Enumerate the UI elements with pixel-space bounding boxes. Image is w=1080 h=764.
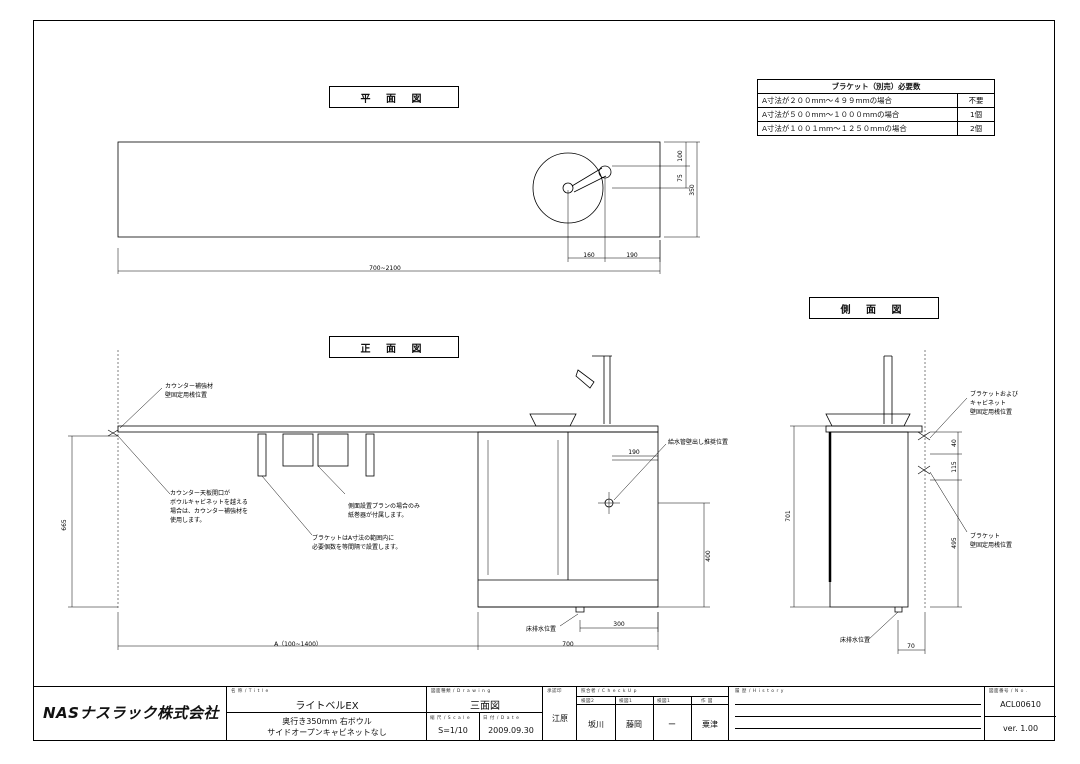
check-caption: 照合者 / C h e c k U p <box>581 689 637 694</box>
paper-holder-left <box>282 433 314 467</box>
check-sub: 検図2 <box>581 699 595 704</box>
side-note-bracket-1: ブラケット <box>970 532 1000 540</box>
plan-dim-75: 75 <box>677 174 684 182</box>
bracket-right <box>365 433 375 477</box>
drawing-cell: 図面種類 / D r a w i n g 三面図 縮 尺 / S c a l e… <box>426 686 543 741</box>
bracket-qty: 2個 <box>957 121 995 136</box>
front-faucet <box>592 355 612 424</box>
date-caption: 日 付 / D a t e <box>483 716 520 721</box>
title-caption: 名 称 / T i t l e <box>231 689 269 694</box>
note-bracket-1: ブラケットはA寸法の範囲内に <box>312 534 394 542</box>
check-sub: 検図1 <box>657 699 671 704</box>
checker: 藤岡 <box>626 720 642 729</box>
paper-holder-right <box>317 433 349 467</box>
front-counter <box>117 425 659 433</box>
scale-caption: 縮 尺 / S c a l e <box>430 716 471 721</box>
note-counter-reinforcement-1: カウンター補強材 <box>165 382 213 390</box>
plan-view-title: 平 面 図 <box>329 86 459 108</box>
plan-dim-width: 700~2100 <box>369 265 401 272</box>
check-cell: 照合者 / C h e c k U p 検図2 検図1 検図1 作 図 坂川 藤… <box>576 686 729 741</box>
side-dim-70: 70 <box>907 643 915 650</box>
note-opening-1: カウンター天板開口が <box>170 489 230 497</box>
drawing-caption: 図面種類 / D r a w i n g <box>431 689 491 694</box>
plan-spout <box>571 167 607 193</box>
side-dim-495: 495 <box>951 537 958 549</box>
plan-dim-350: 350 <box>689 184 696 196</box>
front-dim-190: 190 <box>628 449 640 456</box>
approval-cell: 承認印 江原 <box>542 686 576 741</box>
history-caption: 履 歴 / H i s t o r y <box>735 689 784 694</box>
product-name: ライトベルEX <box>295 701 359 712</box>
table-row: A寸法が５００mm～１０００mmの場合 1個 <box>757 107 995 122</box>
bracket-quantity-table: ブラケット（別売）必要数 A寸法が２００mm～４９９mmの場合 不要 A寸法が５… <box>757 79 995 136</box>
front-dim-300: 300 <box>613 621 625 628</box>
plan-dim-100: 100 <box>677 150 684 162</box>
front-dim-a-range: A（100~1400） <box>274 641 322 648</box>
check-sub: 作 図 <box>701 699 713 704</box>
title-cell: 名 称 / T i t l e ライトベルEX 奥行き350mm 右ボウル サイ… <box>226 686 427 741</box>
side-cabinet <box>829 431 909 608</box>
side-note-bracket-cabinet-1: ブラケットおよび <box>970 390 1018 398</box>
checker: 坂川 <box>588 720 604 729</box>
note-floor-drain-front: 床排水位置 <box>526 625 556 633</box>
front-handle <box>575 369 595 389</box>
table-row: A寸法が１００１mm～１２５０mmの場合 2個 <box>757 121 995 136</box>
drawing-version: ver. 1.00 <box>1002 724 1039 733</box>
front-dim-665: 665 <box>61 519 68 531</box>
front-dim-700: 700 <box>562 641 574 648</box>
number-caption: 図面番号 / N o . <box>989 689 1028 694</box>
date-value: 2009.09.30 <box>488 726 534 735</box>
approver: 江原 <box>552 714 568 723</box>
check-sub: 検図1 <box>619 699 633 704</box>
front-view-title: 正 面 図 <box>329 336 459 358</box>
note-bracket-2: 必要個数を等間隔で設置します。 <box>312 543 401 551</box>
side-dim-701: 701 <box>785 510 792 522</box>
approval-caption: 承認印 <box>547 689 562 694</box>
note-counter-reinforcement-2: 壁固定用桟位置 <box>165 391 207 399</box>
note-opening-3: 場合は、カウンター補強材を <box>170 507 248 515</box>
note-side-plan-2: 紙巻器が付属します。 <box>348 511 407 519</box>
front-bowl <box>529 413 577 427</box>
scale-value: S=1/10 <box>438 726 468 735</box>
drawing-number: ACL00610 <box>1000 700 1041 709</box>
plan-dim-160: 160 <box>583 252 595 259</box>
side-note-bracket-2: 壁固定用桟位置 <box>970 541 1012 549</box>
note-opening-2: ボウルキャビネットを越える <box>170 498 248 506</box>
plan-dim-190: 190 <box>626 252 638 259</box>
note-water-supply: 給水管壁出し推奨位置 <box>668 438 728 446</box>
plan-counter <box>117 141 661 238</box>
front-dim-400: 400 <box>705 550 712 562</box>
product-desc-1: 奥行き350mm 右ボウル <box>282 717 372 726</box>
side-note-bracket-cabinet-3: 壁固定用桟位置 <box>970 408 1012 416</box>
side-dim-40: 40 <box>951 439 958 447</box>
note-side-plan-1: 側面設置プランの場合のみ <box>348 502 420 510</box>
bracket-left <box>257 433 267 477</box>
side-bowl <box>825 413 911 427</box>
number-cell: 図面番号 / N o . ACL00610 ver. 1.00 <box>984 686 1056 741</box>
checker: ー <box>668 720 676 729</box>
checker: 粟津 <box>702 720 718 729</box>
drawing-frame <box>33 20 1055 741</box>
side-note-floor-drain: 床排水位置 <box>840 636 870 644</box>
history-cell: 履 歴 / H i s t o r y <box>728 686 984 741</box>
side-note-bracket-cabinet-2: キャビネット <box>970 399 1006 407</box>
title-block: NASナスラック株式会社 名 称 / T i t l e ライトベルEX 奥行き… <box>33 686 1056 741</box>
product-desc-2: サイドオープンキャビネットなし <box>267 728 387 737</box>
note-opening-4: 使用します。 <box>170 516 205 524</box>
company-logo: NASナスラック株式会社 <box>43 704 219 722</box>
side-view-title: 側 面 図 <box>809 297 939 319</box>
side-dim-115: 115 <box>951 461 958 473</box>
drawing-type: 三面図 <box>470 701 500 712</box>
